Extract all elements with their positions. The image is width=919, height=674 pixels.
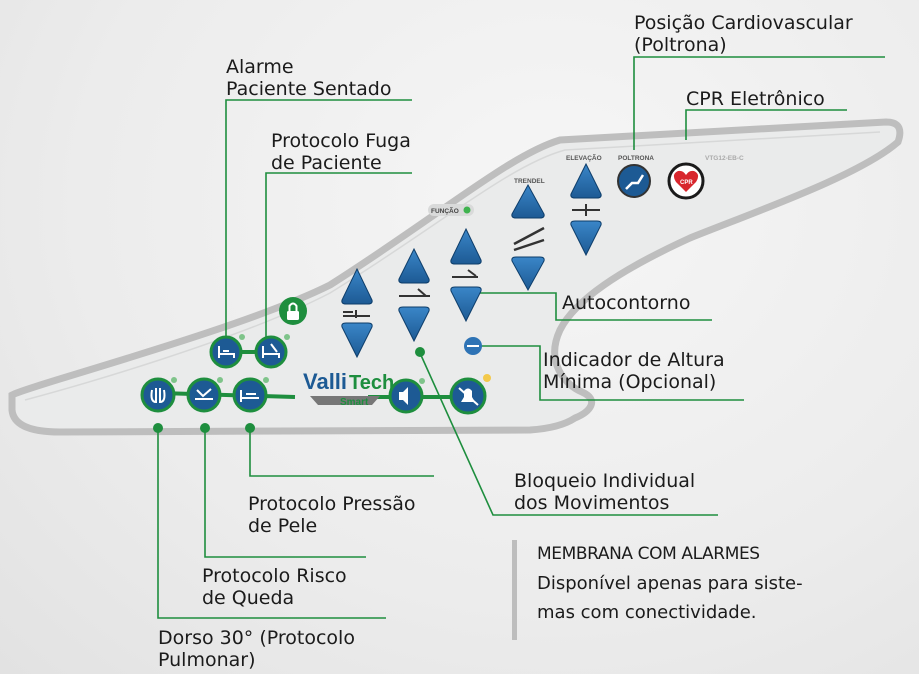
membrane-note: MEMBRANA COM ALARMES Disponível apenas p… [512,540,912,640]
down-arrow-button-1[interactable] [341,322,373,359]
arrows-group-1 [341,267,373,359]
label-alarme-paciente-sentado: Alarme Paciente Sentado [226,56,392,100]
label-protocolo-fuga: Protocolo Fuga de Paciente [271,130,411,174]
label-bloqueio-individual: Bloqueio Individual dos Movimentos [514,470,696,514]
brand-tech: Tech [349,372,394,394]
model-code: VTG12-EB-C [705,155,744,162]
arrows-group-3 [450,227,482,323]
down-arrow-button-2[interactable] [398,306,430,343]
mute-alarm-button[interactable] [449,374,491,415]
funcao-label: FUNÇÃO [431,206,459,215]
note-title: MEMBRANA COM ALARMES [537,544,760,564]
cpr-text: CPR [680,180,693,186]
funcao-indicator: FUNÇÃO [428,204,474,216]
note-line-1: Disponível apenas para siste- [537,573,803,594]
trendel-label: TRENDEL [514,178,545,185]
label-protocolo-pressao-pele: Protocolo Pressão de Pele [248,493,416,537]
dorso-30-button[interactable] [140,377,177,413]
brand-sub: Smart [340,397,369,408]
vallitech-logo: Valli Tech Smart [303,369,394,408]
label-cpr-eletronico: CPR Eletrônico [686,88,825,110]
callout-dots [153,347,425,433]
brand-main: Valli [303,369,347,394]
up-arrow-button-2[interactable] [398,247,430,284]
label-dorso-30: Dorso 30° (Protocolo Pulmonar) [158,627,355,671]
label-indicador-altura: Indicador de Altura Mínima (Opcional) [543,349,725,393]
cpr-button[interactable]: CPR [667,162,705,200]
down-arrow-button-4[interactable] [511,256,545,292]
sound-button[interactable] [388,378,425,414]
callout-lines [157,56,885,619]
up-arrow-button-5[interactable] [570,162,602,199]
protocolo-pressao-pele-button[interactable] [232,377,269,413]
altura-minima-indicator [464,337,482,355]
label-protocolo-risco-queda: Protocolo Risco de Queda [202,565,347,609]
protocolo-fuga-button[interactable] [254,334,290,369]
up-arrow-button-1[interactable] [341,267,373,305]
lock-button[interactable] [279,297,307,325]
elevacao-label: ELEVAÇÃO [566,153,602,162]
label-posicao-cardiovascular: Posição Cardiovascular (Poltrona) [634,12,853,56]
arrows-group-2 [398,247,430,343]
down-arrow-button-3[interactable] [450,286,482,323]
arrows-group-5 [570,162,602,257]
poltrona-label: POLTRONA [618,155,654,162]
protocolo-risco-queda-button[interactable] [186,377,223,413]
arrows-group-4 [511,183,545,292]
down-arrow-button-5[interactable] [570,220,602,257]
alarme-paciente-sentado-button[interactable] [209,334,245,369]
up-arrow-button-3[interactable] [450,227,482,265]
note-line-2: mas com conectividade. [537,602,757,623]
membrane-panel-inner-line [24,131,881,401]
up-arrow-button-4[interactable] [511,183,545,219]
label-autocontorno: Autocontorno [562,292,691,314]
poltrona-button[interactable] [617,164,651,198]
